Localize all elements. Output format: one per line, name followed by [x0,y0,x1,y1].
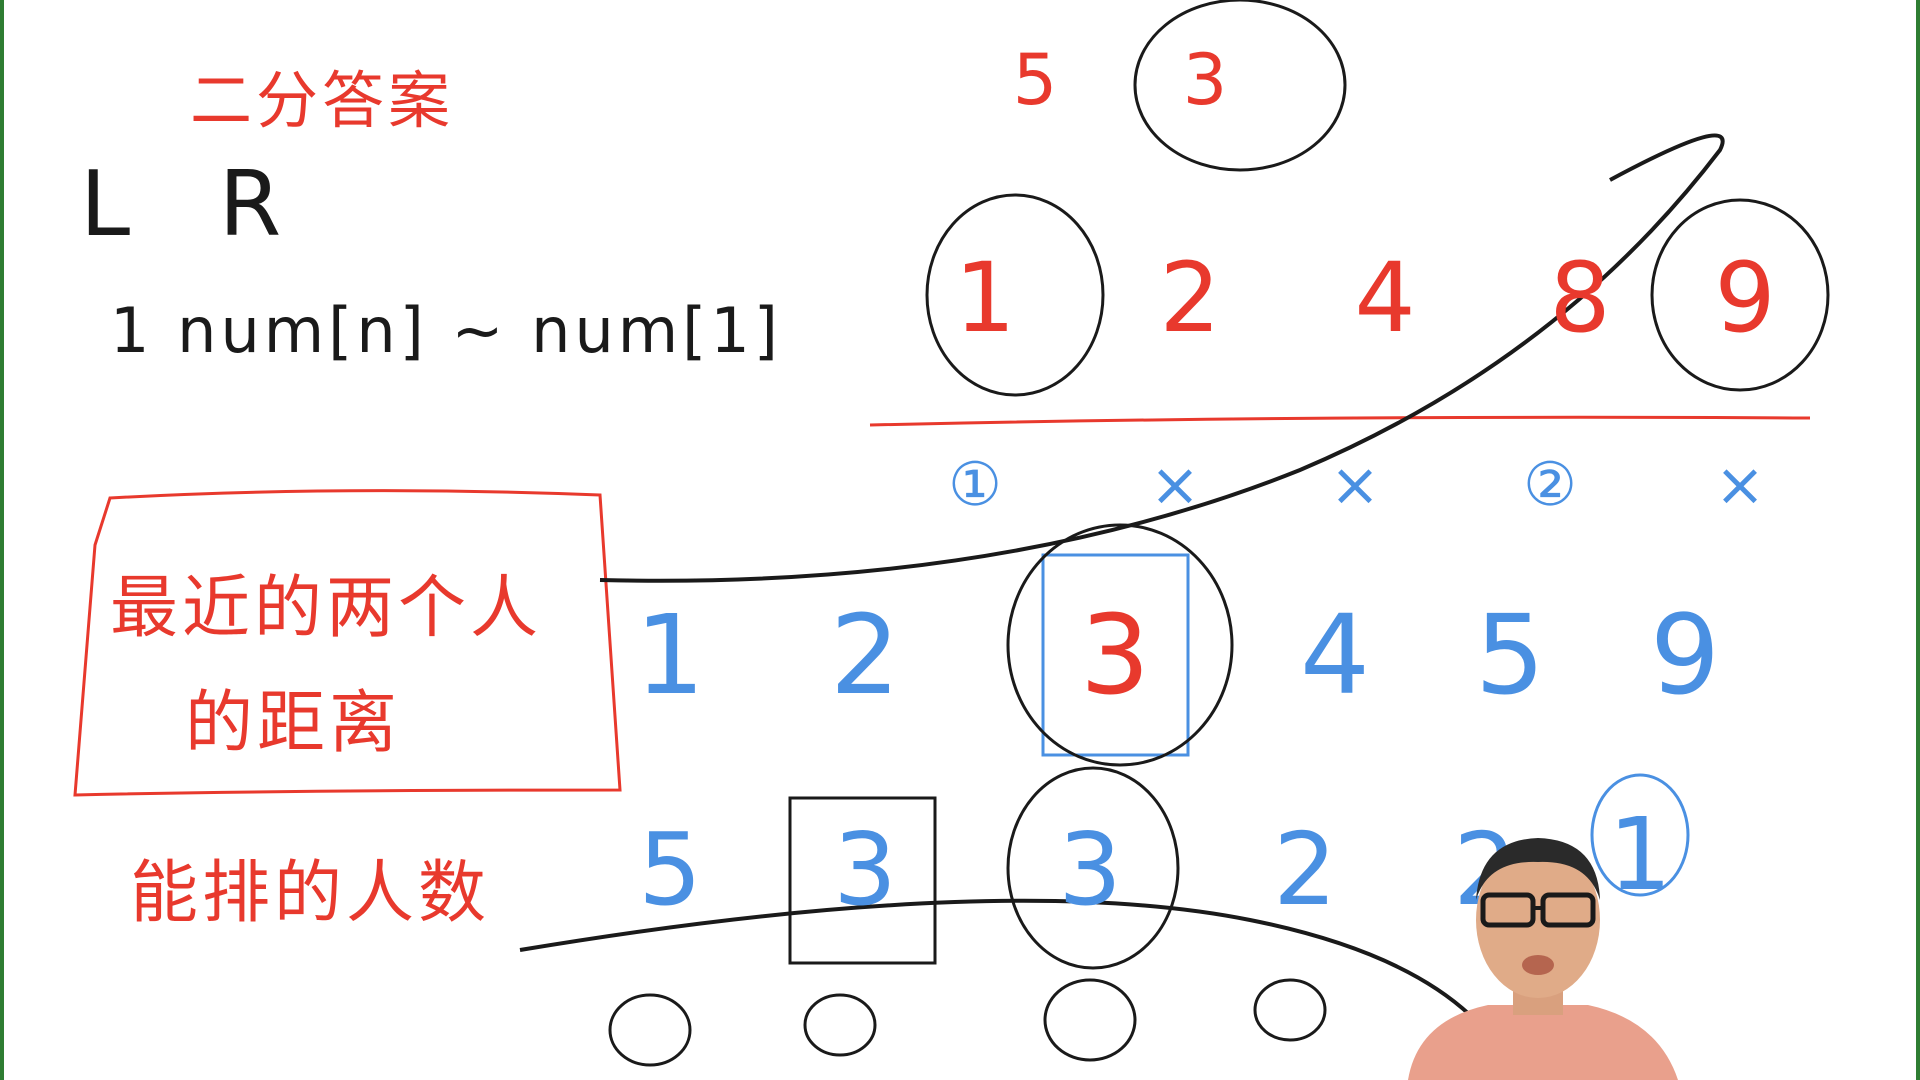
row2-value: 3 [1080,591,1150,719]
presenter-webcam-icon [1408,838,1678,1080]
row2-value: 1 [635,591,705,719]
row1-mark: × [1714,450,1766,520]
box-text-line2: 的距离 [185,684,402,763]
row2-value: 5 [1475,591,1545,719]
row2-value: 2 [830,591,900,719]
row1-mark: × [1329,450,1381,520]
circle-row1-1 [925,193,1105,397]
circle-top-3 [1133,0,1347,172]
range-expression: 1 num[n] ~ num[1] [110,294,782,367]
circle-row3-1 [1590,773,1690,897]
row1-value: 9 [1714,242,1776,354]
row3-value: 1 [1608,796,1672,913]
right-frame-bar [1916,0,1920,1080]
row2-value: 9 [1650,591,1720,719]
row1-mark: ② [1523,450,1577,520]
circle-row1-9 [1650,198,1830,392]
black-curve-upper [599,133,1725,583]
row3-value: 3 [833,811,897,928]
row1-value: 2 [1159,242,1221,354]
row3-value: 5 [638,811,702,928]
circle-bottom-3 [1043,978,1137,1062]
row3-value: 3 [1058,811,1122,928]
red-rectangle [73,489,622,797]
circle-bottom-4 [1253,978,1327,1042]
row1-mark: × [1149,450,1201,520]
blue-box-row2-3 [1041,553,1190,757]
circle-bottom-1 [608,993,692,1067]
top-number: 3 [1182,39,1228,121]
black-box-row3-3 [788,796,937,965]
circle-row3-3 [1006,766,1180,970]
row1-value: 8 [1549,242,1611,354]
left-frame-bar [0,0,4,1080]
box-text-line1: 最近的两个人 [110,569,543,648]
row2-value: 4 [1300,591,1370,719]
circle-bottom-2 [803,993,877,1057]
title-binary-answer: 二分答案 [190,64,455,137]
red-divider-line [869,415,1811,427]
circle-row2-3 [1006,523,1234,767]
row1-value: 4 [1354,242,1416,354]
row3-value: 2 [1273,811,1337,928]
row1-mark: ① [948,450,1002,520]
black-curve-lower [519,898,1472,1017]
pointers-lr: L R [80,152,312,257]
bottom-label: 能排的人数 [130,854,491,933]
row1-value: 1 [954,242,1016,354]
top-number: 5 [1012,39,1058,121]
